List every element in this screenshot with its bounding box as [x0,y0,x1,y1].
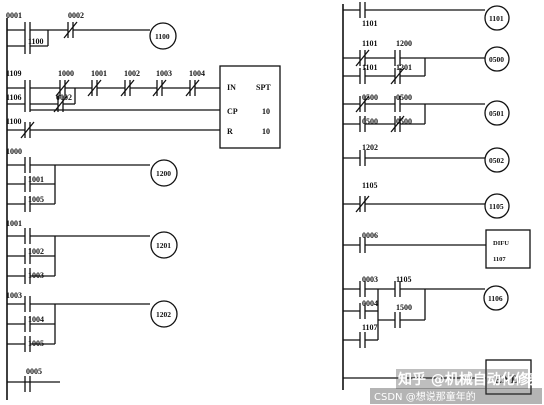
label-1002: 1002 [124,69,140,78]
coil-label-0502: 0502 [489,156,504,165]
label-1202: 1202 [362,143,378,152]
label-1106: 1106 [6,93,22,102]
coil-1202 [150,300,178,328]
label-0500a: 0500 [362,93,378,102]
label-1002b: 1002 [28,247,44,256]
coil-0502 [484,147,510,173]
coil-label-0501: 0501 [489,109,504,118]
rung-1: 0001 0002 1100 1100 [6,11,177,54]
label-1109: 1109 [6,69,22,78]
coil-1106 [483,285,509,311]
label-1101b: 1101 [362,39,378,48]
rung-3: 1000 1001 1005 1200 [6,147,178,212]
coil-0501 [484,100,510,126]
end-box [485,359,532,395]
difu-box [485,229,531,269]
label-1001b: 1001 [28,175,44,184]
label-1000b: 1000 [6,147,22,156]
right-rung-4: 1202 0502 [343,143,510,173]
right-ladder: 1101 1101 1101 1200 1101 1201 0500 [342,2,532,395]
right-rung-1: 1101 1101 [343,2,510,31]
coil-1100 [149,22,177,50]
rung-5: 1003 1004 1005 1202 [6,291,178,352]
label-1500: 1500 [396,303,412,312]
rung-4: 1001 1002 1003 1201 [6,219,178,284]
rung-6: 0005 [7,367,60,392]
right-rung-7: 0003 1105 0004 1500 1107 1106 [343,275,509,348]
counter-in: IN [227,83,236,92]
counter-spt: SPT [256,83,271,92]
label-1201: 1201 [396,63,412,72]
watermark: 知乎 @机械自动化修养 CSDN @想说那童年的 [370,369,544,404]
label-1105: 1105 [362,181,378,190]
coil-label-1201: 1201 [156,241,171,250]
label-1003: 1003 [156,69,172,78]
label-1101c: 1101 [362,63,378,72]
coil-label-1202: 1202 [156,310,171,319]
end-label: END [494,372,520,386]
label-0006: 0006 [362,231,378,240]
coil-label-1106: 1106 [488,294,503,303]
label-0002: 0002 [68,11,84,20]
left-ladder: 0001 0002 1100 1100 [6,11,281,400]
label-0005: 0005 [26,367,42,376]
label-1100: 1100 [28,37,44,46]
coil-1201 [150,231,178,259]
label-0001: 0001 [6,11,22,20]
label-0003: 0003 [362,275,378,284]
counter-r: R [227,127,233,136]
difu-operand: 1107 [493,256,506,263]
label-0500c: 0500 [362,117,378,126]
label-1004b: 1004 [28,315,44,324]
label-1200: 1200 [396,39,412,48]
counter-box [219,65,281,149]
label-1005: 1005 [28,195,44,204]
difu-name: DIFU [493,240,509,247]
label-1004: 1004 [189,69,205,78]
coil-label-1200: 1200 [156,169,171,178]
label-0004: 0004 [362,299,378,308]
label-1101: 1101 [362,19,378,28]
label-1001: 1001 [91,69,107,78]
watermark-line1: 知乎 @机械自动化修养 [398,371,544,388]
coil-label-1101: 1101 [489,14,504,23]
right-rung-2: 1101 1200 1101 1201 0500 [343,39,510,85]
label-1005b: 1005 [28,339,44,348]
rung-2-counter: 1109 1000 1001 1002 1003 1004 1106 0002 … [6,65,281,149]
right-rung-5: 1105 1105 [343,181,510,219]
label-1105b: 1105 [396,275,412,284]
coil-0500 [484,46,510,72]
right-rung-8: END [343,359,532,395]
coil-1101 [484,5,510,31]
label-1100b: 1100 [6,117,22,126]
label-0500d: 0500 [396,117,412,126]
coil-label-0500: 0500 [489,55,504,64]
label-1001c: 1001 [6,219,22,228]
label-1107: 1107 [362,323,378,332]
coil-label-1100: 1100 [155,32,170,41]
watermark-line2: CSDN @想说那童年的 [374,390,476,403]
right-rung-6: 0006 DIFU 1107 [343,229,531,269]
counter-cp: CP [227,107,238,116]
label-0002b: 0002 [56,93,72,102]
label-1003b: 1003 [28,271,44,280]
right-rung-3: 0500 0500 0500 0500 0501 [343,93,510,133]
label-1003c: 1003 [6,291,22,300]
coil-1105 [484,193,510,219]
label-0500b: 0500 [396,93,412,102]
counter-r-val: 10 [262,127,270,136]
coil-label-1105: 1105 [489,202,504,211]
counter-cp-val: 10 [262,107,270,116]
coil-1200 [150,159,178,187]
label-1000: 1000 [58,69,74,78]
